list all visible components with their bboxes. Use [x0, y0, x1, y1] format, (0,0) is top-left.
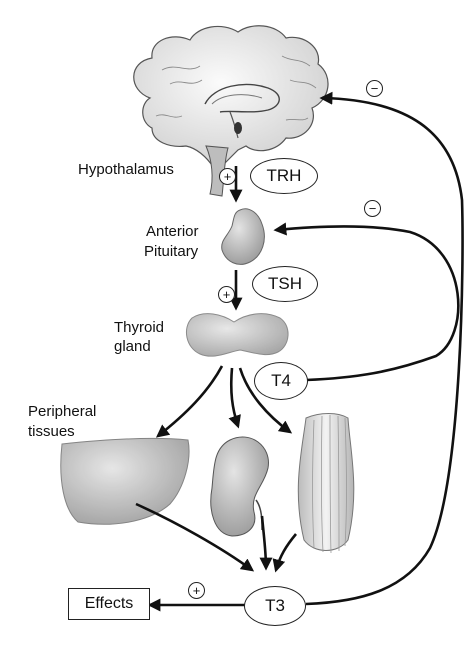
pituitary-illustration: [221, 208, 265, 265]
positive-sign-effects: +: [188, 582, 205, 599]
feedback-t4-to-pituitary: [273, 222, 460, 382]
arrow-muscle-to-t3: [272, 533, 297, 573]
arrow-thyroid-to-kidney: [228, 367, 241, 429]
anterior-pituitary-label-line2: Pituitary: [144, 243, 199, 260]
arrow-thyroid-to-liver: [155, 365, 224, 438]
muscle-illustration: [297, 413, 355, 554]
trh-oval: TRH: [250, 158, 318, 194]
brain-illustration: [133, 25, 329, 197]
effects-box: Effects: [68, 588, 150, 620]
arrow-kidney-to-t3: [259, 515, 273, 571]
positive-sign-trh: +: [219, 168, 236, 185]
peripheral-tissues-label-line1: Peripheral: [28, 403, 97, 420]
t3-oval: T3: [244, 586, 306, 626]
kidney-illustration: [210, 436, 269, 537]
feedback-t3-to-brain: [305, 91, 464, 606]
thyroid-label-line1: Thyroid: [114, 319, 165, 336]
thyroid-illustration: [185, 313, 289, 357]
positive-sign-tsh: +: [218, 286, 235, 303]
negative-sign-brain-feedback: −: [366, 80, 383, 97]
tsh-oval: TSH: [252, 266, 318, 302]
liver-illustration: [60, 437, 190, 525]
peripheral-tissues-label-line2: tissues: [28, 423, 75, 440]
thyroid-label-line2: gland: [114, 338, 151, 355]
arrow-thyroid-to-muscle: [238, 367, 293, 434]
anterior-pituitary-label-line1: Anterior: [146, 223, 199, 240]
arrow-liver-to-t3: [135, 502, 255, 572]
t4-oval: T4: [254, 362, 308, 400]
negative-sign-pituitary-feedback: −: [364, 200, 381, 217]
hypothalamus-label: Hypothalamus: [78, 161, 174, 178]
